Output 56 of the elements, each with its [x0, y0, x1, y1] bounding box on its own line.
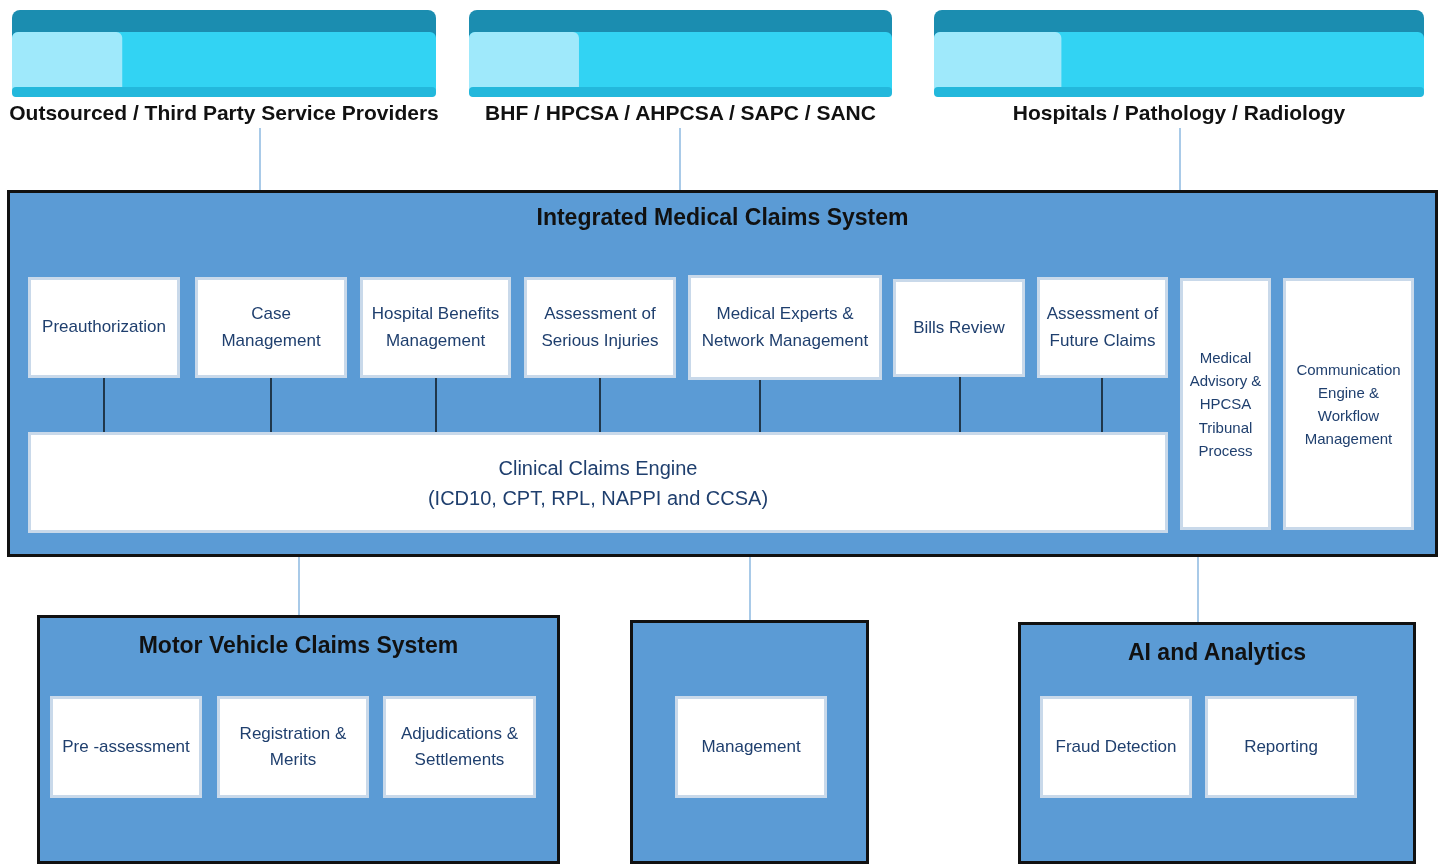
module-box	[1040, 696, 1192, 798]
connector-line	[749, 556, 751, 621]
module-box	[383, 696, 536, 798]
connector-line	[103, 377, 105, 433]
module-label: Fraud Detection	[1055, 735, 1177, 758]
module-box	[675, 696, 827, 798]
module-label: (ICD10, CPT, RPL, NAPPI and CCSA)	[427, 485, 769, 511]
connector-line	[599, 377, 601, 433]
module-label: Preauthorization	[42, 316, 166, 339]
module-box	[217, 696, 369, 798]
panel-title: Integrated Medical Claims System	[535, 204, 910, 231]
module-box	[1283, 278, 1414, 530]
module-box	[1037, 277, 1168, 378]
module-box	[195, 277, 347, 378]
connector-line	[679, 127, 681, 191]
provider-label: Hospitals / Pathology / Radiology	[1011, 101, 1347, 125]
module-label: Assessment of Future Claims	[1045, 303, 1160, 352]
connector-line	[259, 127, 261, 191]
module-box	[893, 279, 1025, 377]
module-label: Reporting	[1244, 735, 1318, 758]
connector-line	[435, 377, 437, 433]
module-label: Pre -assessment	[62, 735, 190, 758]
module-box	[688, 275, 882, 380]
module-box	[50, 696, 202, 798]
connector-line	[298, 556, 300, 616]
module-label: Registration & Merits	[238, 722, 348, 771]
connector-line	[1101, 377, 1103, 433]
system-panel	[37, 615, 560, 864]
provider-label: BHF / HPCSA / AHPCSA / SAPC / SANC	[484, 101, 877, 125]
module-box	[524, 277, 676, 378]
provider-label: Outsourced / Third Party Service Providers	[8, 101, 440, 125]
module-label: Hospital Benefits Management	[370, 303, 501, 352]
module-label: Medical Advisory & HPCSA Tribunal Process	[1188, 347, 1263, 461]
module-box	[1180, 278, 1271, 530]
connector-line	[759, 379, 761, 433]
panel-title: Motor Vehicle Claims System	[137, 632, 460, 659]
system-panel	[1018, 622, 1416, 864]
module-label: Management	[701, 735, 801, 758]
module-label: Assessment of Serious Injuries	[540, 303, 660, 352]
module-label: Medical Experts & Network Management	[700, 303, 870, 352]
module-box	[1205, 696, 1357, 798]
connector-line	[1179, 127, 1181, 191]
module-box	[28, 277, 180, 378]
module-label: Adjudications & Settlements	[399, 722, 520, 771]
module-label: Case Management	[220, 303, 322, 352]
system-panel	[7, 190, 1438, 557]
connector-line	[1197, 556, 1199, 623]
system-panel	[630, 620, 869, 864]
module-label: Clinical Claims Engine	[498, 455, 698, 481]
connector-line	[270, 377, 272, 433]
module-label: Communication Engine & Workflow Management	[1295, 359, 1402, 450]
module-label: Bills Review	[913, 316, 1005, 339]
panel-title: AI and Analytics	[1126, 639, 1308, 666]
module-box	[360, 277, 511, 378]
connector-line	[959, 376, 961, 433]
engine-box	[28, 432, 1168, 533]
